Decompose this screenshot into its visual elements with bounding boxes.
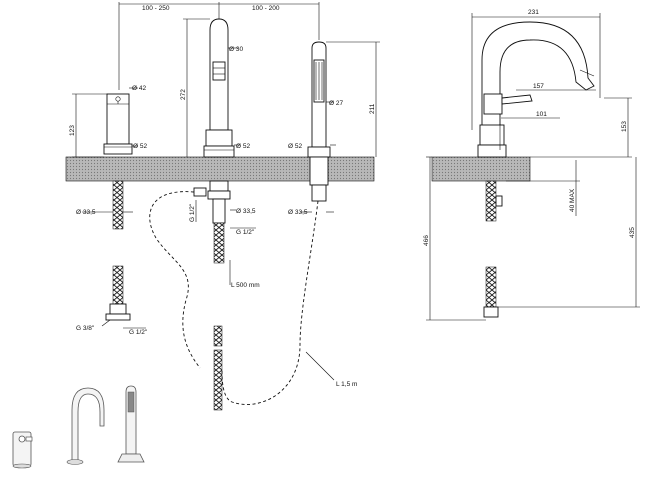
dim-thread-center: G 1/2" — [236, 229, 255, 236]
dim-thread-g38: G 3/8" — [76, 325, 95, 332]
dim-side-handle: 101 — [536, 111, 547, 118]
dim-side-width: 231 — [528, 9, 539, 16]
dim-spacing-right: 100 - 200 — [252, 5, 280, 12]
thumb-spout — [66, 387, 105, 465]
dim-side-height: 153 — [621, 121, 628, 132]
dim-shower-base-dia: Ø 52 — [288, 143, 302, 150]
dim-spout-dia: Ø 30 — [229, 46, 243, 53]
dim-hole-left: Ø 33,5 — [76, 209, 96, 216]
thumb-handshower — [117, 385, 145, 463]
mixer-body — [103, 93, 133, 155]
dim-hole-center: Ø 33,5 — [236, 208, 256, 215]
side-spout-arc — [481, 21, 595, 125]
thumb-mixer — [12, 431, 33, 469]
left-supply-hose-top — [112, 180, 124, 230]
dim-side-reach: 157 — [533, 83, 544, 90]
dim-mixer-base-dia: Ø 52 — [133, 143, 147, 150]
dim-side-max: 40 MAX — [569, 188, 576, 212]
dim-spout-base-dia: Ø 52 — [236, 143, 250, 150]
spout-supply-hose — [213, 222, 225, 264]
dim-mixer-dia: Ø 42 — [132, 85, 146, 92]
dim-side-below: 435 — [629, 227, 636, 238]
dim-shower-dia: Ø 27 — [329, 100, 343, 107]
dim-thread-vertical: G 1/2" — [189, 203, 196, 222]
dim-thread-left-bottom: G 1/2" — [129, 329, 148, 336]
dim-hose-length: L 500 mm — [231, 282, 260, 289]
product-thumbnails — [12, 385, 145, 469]
dim-shower-height: 211 — [369, 103, 376, 114]
side-view — [426, 13, 640, 321]
dim-mixer-height: 123 — [69, 125, 76, 136]
side-lever — [501, 94, 533, 105]
side-deck-slab — [431, 156, 531, 182]
shower-outlet-hose — [213, 325, 223, 347]
front-view — [65, 2, 380, 411]
dim-spacing-left: 100 - 250 — [142, 5, 170, 12]
handshower-body — [307, 41, 331, 158]
spout-body — [203, 18, 235, 158]
shower-hose-left-loop — [149, 191, 201, 369]
dim-hole-right: Ø 33,5 — [288, 209, 308, 216]
dim-spout-height: 272 — [180, 89, 187, 100]
left-supply-hose-bottom — [112, 265, 124, 305]
dim-side-total: 466 — [423, 235, 430, 246]
shower-hose-right — [221, 200, 319, 405]
dim-shower-hose-length: L 1,5 m — [336, 381, 357, 388]
